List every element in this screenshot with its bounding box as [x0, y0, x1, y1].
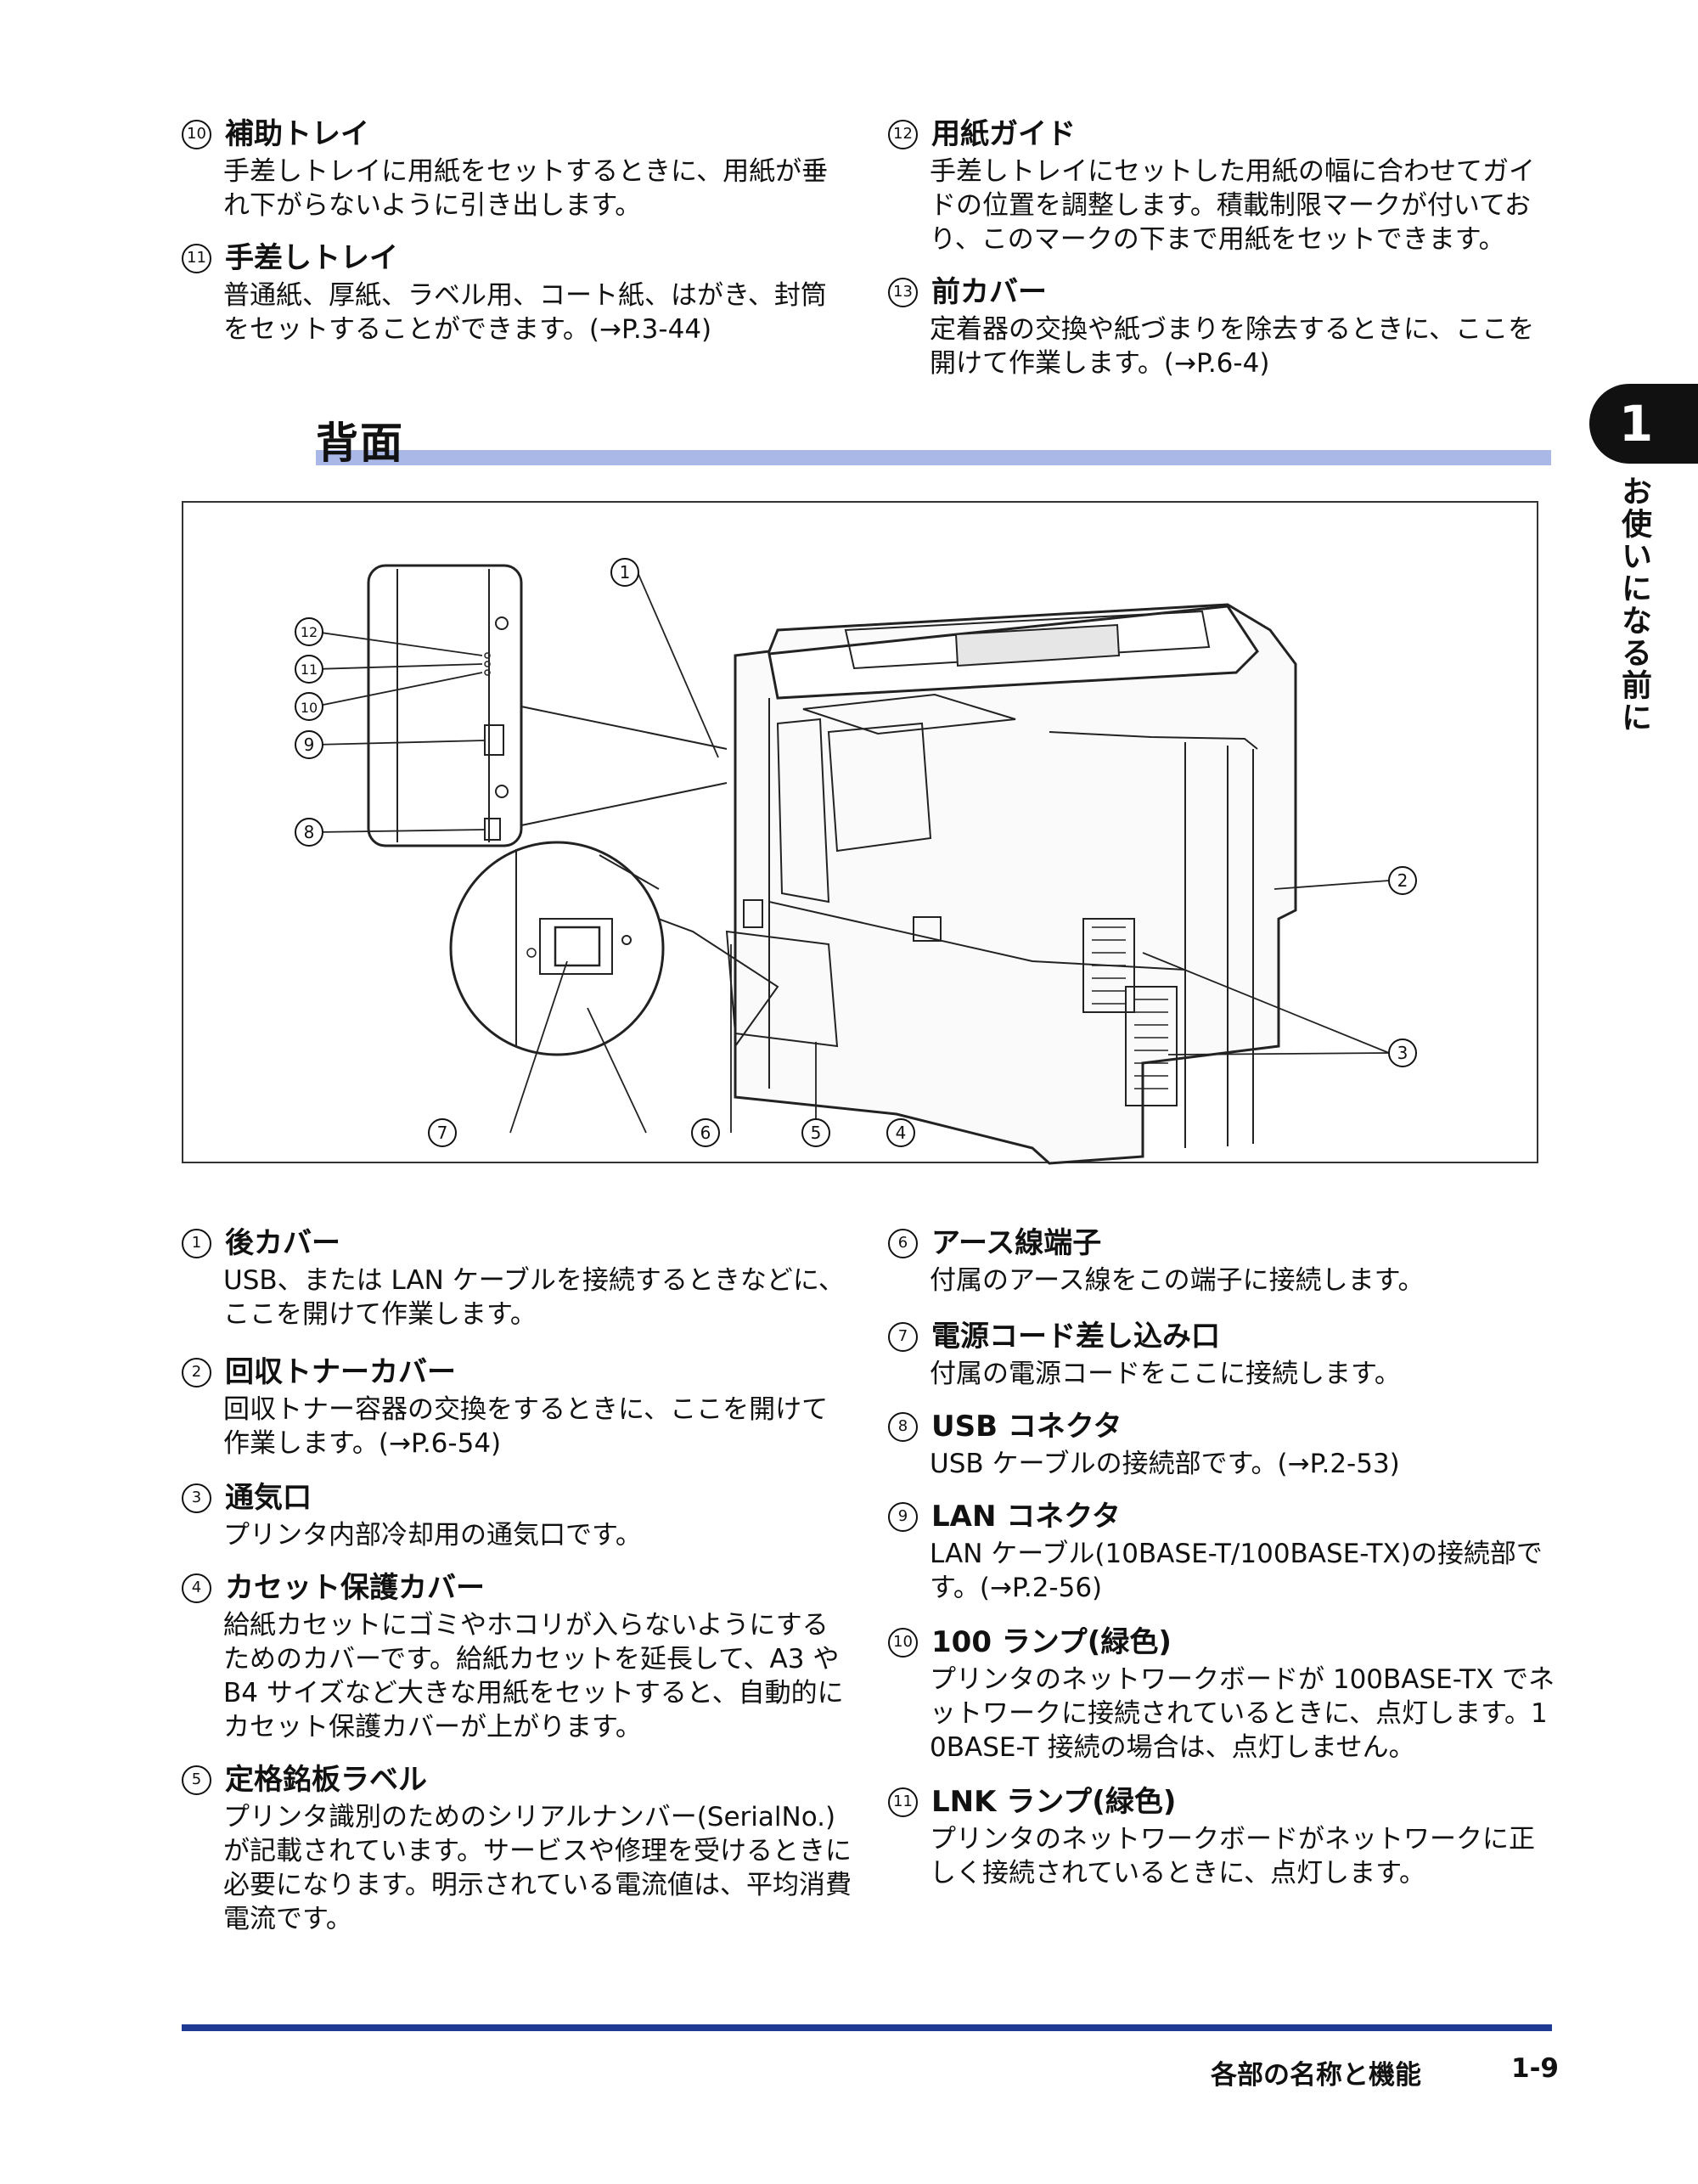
chapter-number: 1	[1618, 395, 1654, 453]
callout-number: 10	[182, 119, 211, 149]
callout-number: 12	[888, 119, 918, 149]
callout-1: 1	[610, 558, 639, 587]
section-title: 背面	[316, 419, 404, 468]
entry-title: USB コネクタ	[931, 1410, 1122, 1444]
entry-body: 付属の電源コードをここに接続します。	[930, 1359, 1401, 1389]
callout-6: 6	[691, 1118, 720, 1147]
callout-number: 11	[888, 1787, 918, 1817]
callout-number: 3	[182, 1483, 211, 1513]
entry-10: 10 100 ランプ(緑色) プリンタのネットワークボードが 100BASE-TX…	[888, 1622, 1559, 1765]
callout-5-label: 5	[811, 1123, 822, 1143]
callout-number: 8	[888, 1411, 918, 1442]
entry-title: 定格銘板ラベル	[225, 1763, 427, 1797]
callout-12-label: 12	[301, 624, 318, 640]
printer-illustration: 1 2 3 4 5 6 7 8 9 10 11 12	[295, 558, 1417, 1165]
entry-title: 前カバー	[931, 275, 1047, 309]
callout-3-label: 3	[1397, 1043, 1408, 1063]
callout-7-label: 7	[437, 1123, 448, 1143]
entry-body: 付属のアース線をこの端子に接続します。	[930, 1265, 1425, 1296]
footer-page-number: 1-9	[1511, 2053, 1560, 2084]
entry-3: 3 通気口 プリンタ内部冷却用の通気口です。	[182, 1478, 852, 1552]
entry-title: 用紙ガイド	[931, 117, 1076, 151]
callout-1-label: 1	[620, 562, 631, 583]
callout-5: 5	[801, 1118, 830, 1147]
entry-title: 補助トレイ	[225, 117, 369, 151]
callout-4-label: 4	[896, 1123, 907, 1143]
top-entry-13: 13 前カバー 定着器の交換や紙づまりを除去するときに、ここを開けて作業します。(…	[888, 272, 1559, 380]
entry-title: LNK ランプ(緑色)	[931, 1785, 1177, 1819]
entry-body: プリンタのネットワークボードが 100BASE-TX でネットワークに接続されて…	[930, 1664, 1555, 1763]
callout-8-label: 8	[304, 822, 315, 842]
callout-3: 3	[1388, 1039, 1417, 1067]
entry-body: USB ケーブルの接続部です。(→P.2-53)	[930, 1449, 1400, 1479]
callout-7: 7	[428, 1118, 457, 1147]
entry-7: 7 電源コード差し込み口 付属の電源コードをここに接続します。	[888, 1316, 1559, 1391]
entry-title: 回収トナーカバー	[225, 1355, 456, 1389]
entry-body: 回収トナー容器の交換をするときに、ここを開けて作業します。(→P.6-54)	[223, 1394, 829, 1459]
entry-body: 手差しトレイに用紙をセットするときに、用紙が垂れ下がらないように引き出します。	[223, 156, 829, 221]
entry-6: 6 アース線端子 付属のアース線をこの端子に接続します。	[888, 1223, 1559, 1297]
entry-body: LAN ケーブル(10BASE-T/100BASE-TX)の接続部です。(→P.…	[930, 1539, 1543, 1603]
printer-rear-figure: 1 2 3 4 5 6 7 8 9 10 11 12	[182, 501, 1538, 1165]
callout-number: 1	[182, 1228, 211, 1258]
callout-10-label: 10	[301, 700, 318, 716]
entry-4: 4 カセット保護カバー 給紙カセットにゴミやホコリが入らないようにするためのカバー…	[182, 1568, 852, 1744]
entry-title: カセット保護カバー	[225, 1571, 485, 1605]
callouts: 1 2 3 4 5 6 7 8 9 10 11 12	[295, 558, 1417, 1147]
callout-number: 7	[888, 1321, 918, 1352]
entry-title: 手差しトレイ	[225, 241, 398, 275]
callout-11: 11	[295, 655, 323, 684]
callout-number: 4	[182, 1573, 211, 1603]
top-entry-10: 10 補助トレイ 手差しトレイに用紙をセットするときに、用紙が垂れ下がらないように…	[182, 114, 852, 222]
callout-4: 4	[886, 1118, 915, 1147]
top-entry-12: 12 用紙ガイド 手差しトレイにセットした用紙の幅に合わせてガイドの位置を調整しま…	[888, 114, 1559, 256]
callout-number: 2	[182, 1357, 211, 1388]
entry-body: 定着器の交換や紙づまりを除去するときに、ここを開けて作業します。(→P.6-4)	[930, 314, 1535, 379]
entry-body: プリンタ識別のためのシリアルナンバー(SerialNo.)が記載されています。サ…	[223, 1802, 852, 1934]
entry-1: 1 後カバー USB、または LAN ケーブルを接続するときなどに、ここを開けて作…	[182, 1223, 852, 1331]
entry-title: LAN コネクタ	[931, 1500, 1121, 1534]
entry-body: 普通紙、厚紙、ラベル用、コート紙、はがき、封筒をセットすることができます。(→P…	[223, 280, 827, 345]
entry-body: USB、または LAN ケーブルを接続するときなどに、ここを開けて作業します。	[223, 1265, 845, 1330]
entry-9: 9 LAN コネクタ LAN ケーブル(10BASE-T/100BASE-TX)の…	[888, 1496, 1559, 1605]
entry-body: 手差しトレイにセットした用紙の幅に合わせてガイドの位置を調整します。積載制限マー…	[930, 156, 1535, 255]
entry-8: 8 USB コネクタ USB ケーブルの接続部です。(→P.2-53)	[888, 1406, 1559, 1481]
entry-title: 電源コード差し込み口	[931, 1320, 1220, 1354]
callout-number: 10	[888, 1627, 918, 1658]
section-underline	[316, 450, 1551, 465]
entry-body: 給紙カセットにゴミやホコリが入らないようにするためのカバーです。給紙カセットを延…	[223, 1610, 844, 1742]
callout-number: 9	[888, 1501, 918, 1532]
printer-body	[725, 603, 1297, 1165]
entry-body: プリンタのネットワークボードがネットワークに正しく接続されているときに、点灯しま…	[930, 1824, 1535, 1888]
footer-section-title: 各部の名称と機能	[1211, 2060, 1421, 2091]
top-entry-11: 11 手差しトレイ 普通紙、厚紙、ラベル用、コート紙、はがき、封筒をセットすること…	[182, 238, 852, 346]
leader-lines	[314, 571, 1390, 1134]
entry-title: 100 ランプ(緑色)	[931, 1625, 1172, 1659]
network-board-inset	[367, 564, 728, 847]
entry-5: 5 定格銘板ラベル プリンタ識別のためのシリアルナンバー(SerialNo.)が記…	[182, 1759, 852, 1936]
entry-title: アース線端子	[931, 1226, 1102, 1260]
callout-12: 12	[295, 617, 323, 646]
callout-10: 10	[295, 692, 323, 721]
callout-9: 9	[295, 730, 323, 759]
callout-2: 2	[1388, 866, 1417, 895]
entry-11: 11 LNK ランプ(緑色) プリンタのネットワークボードがネットワークに正しく接…	[888, 1782, 1559, 1890]
entry-title: 後カバー	[225, 1226, 340, 1260]
callout-9-label: 9	[304, 735, 315, 755]
callout-number: 11	[182, 243, 211, 273]
callout-number: 5	[182, 1765, 211, 1795]
entry-body: プリンタ内部冷却用の通気口です。	[223, 1520, 642, 1551]
entry-2: 2 回収トナーカバー 回収トナー容器の交換をするときに、ここを開けて作業します。(…	[182, 1352, 852, 1461]
chapter-title: お使いになる前に	[1616, 476, 1651, 734]
entry-title: 通気口	[225, 1481, 312, 1515]
power-socket-inset	[449, 841, 779, 1056]
callout-8: 8	[295, 818, 323, 847]
footer-rule	[182, 2024, 1552, 2031]
callout-number: 6	[888, 1228, 918, 1258]
callout-2-label: 2	[1397, 870, 1408, 891]
callout-6-label: 6	[700, 1123, 711, 1143]
callout-11-label: 11	[301, 661, 318, 678]
callout-number: 13	[888, 277, 918, 307]
chapter-tab: 1	[1589, 384, 1698, 464]
